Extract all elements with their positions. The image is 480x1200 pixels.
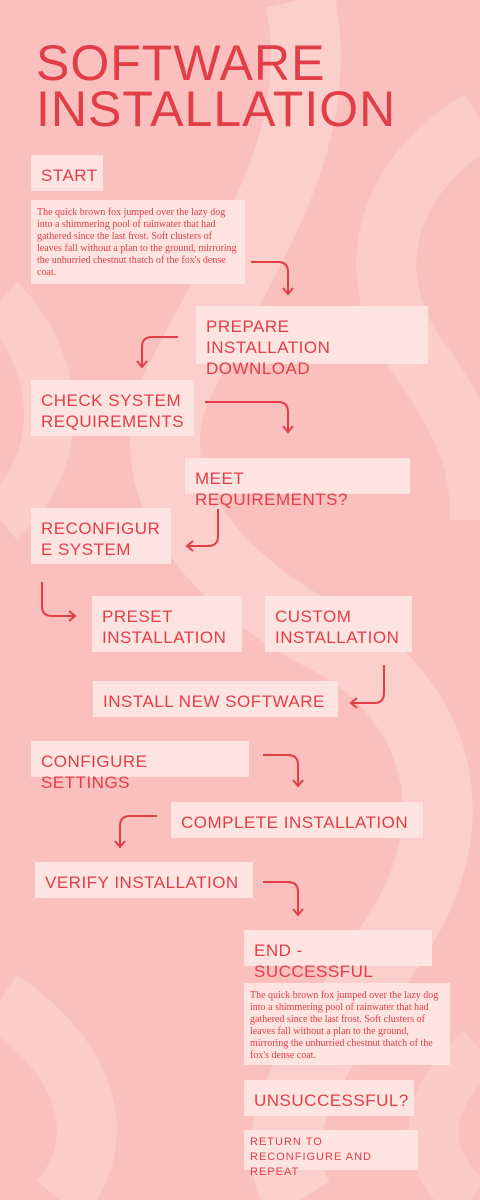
preset-installation-node: PRESET INSTALLATION: [92, 596, 242, 652]
install-software-node: INSTALL NEW SOFTWARE: [93, 681, 338, 717]
arrow-check-to-meet: [205, 401, 294, 434]
complete-installation-node: COMPLETE INSTALLATION: [171, 802, 423, 838]
return-reconfigure-node: RETURN TO RECONFIGURE AND REPEAT: [244, 1130, 418, 1178]
prepare-download-node: PREPARE INSTALLATION DOWNLOAD: [196, 306, 428, 378]
arrow-complete-to-verify: [114, 815, 157, 849]
arrow-prepare-to-check: [136, 336, 178, 369]
arrow-custom-to-install: [349, 665, 385, 709]
arrow-meet-to-reconfigure: [185, 509, 219, 552]
page-title: SOFTWARE INSTALLATION: [36, 35, 397, 137]
meet-requirements-node: MEET REQUIREMENTS?: [185, 458, 410, 509]
unsuccessful-node: UNSUCCESSFUL?: [244, 1080, 414, 1116]
reconfigure-system-node: RECONFIGUR E SYSTEM: [31, 508, 171, 564]
arrow-start-to-prepare: [251, 261, 294, 296]
arrow-reconfigure-to-preset: [41, 582, 77, 622]
arrow-configure-to-complete: [263, 754, 304, 788]
end-description: The quick brown fox jumped over the lazy…: [244, 983, 450, 1065]
end-successful-node: END - SUCCESSFUL: [244, 930, 432, 981]
check-requirements-node: CHECK SYSTEM REQUIREMENTS: [31, 380, 194, 436]
custom-installation-node: CUSTOM INSTALLATION: [265, 596, 412, 652]
verify-installation-node: VERIFY INSTALLATION: [35, 862, 253, 898]
start-description: The quick brown fox jumped over the lazy…: [31, 200, 245, 284]
start-node: START: [31, 155, 103, 191]
configure-settings-node: CONFIGURE SETTINGS: [31, 741, 249, 792]
arrow-verify-to-end: [263, 881, 304, 917]
